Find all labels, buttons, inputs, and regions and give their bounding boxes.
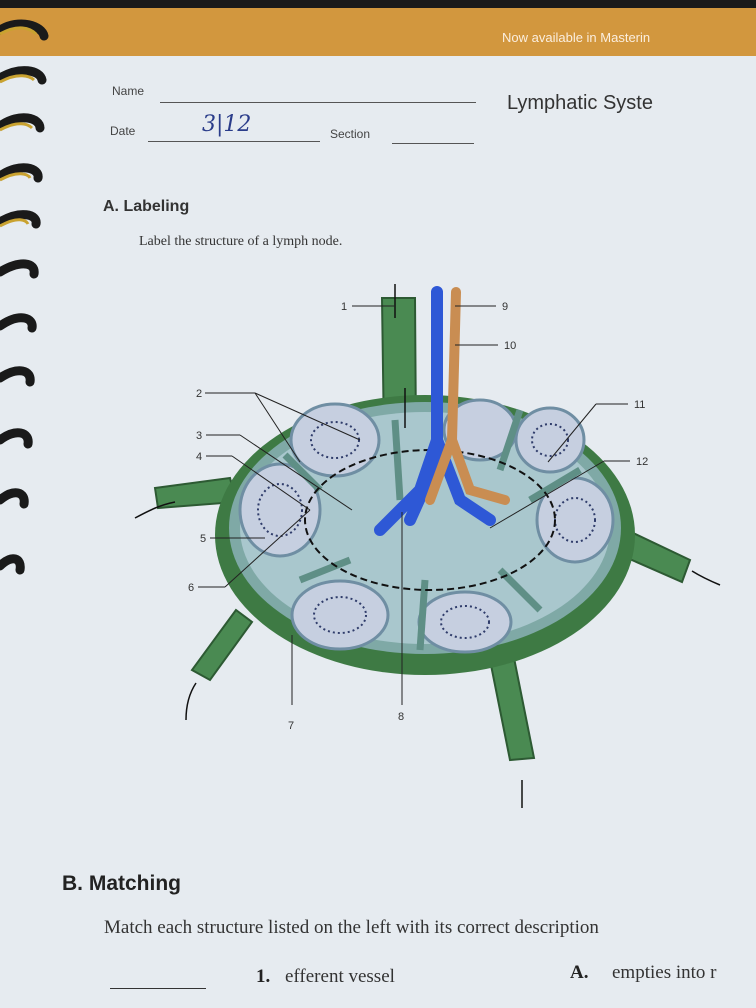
banner-text: Now available in Masterin bbox=[502, 30, 651, 45]
section-b-heading: B. Matching bbox=[62, 872, 181, 895]
section-line[interactable] bbox=[392, 143, 474, 144]
matching-instruction: Match each structure listed on the left … bbox=[104, 917, 599, 938]
section-label: Section bbox=[330, 127, 371, 141]
worksheet-title: Lymphatic Syste bbox=[507, 92, 653, 114]
date-label: Date bbox=[110, 124, 136, 138]
banner-edge bbox=[0, 0, 756, 8]
label-5: 5 bbox=[200, 533, 206, 545]
spiral-binding bbox=[0, 19, 49, 575]
label-7: 7 bbox=[288, 720, 294, 732]
section-a-heading: A. Labeling bbox=[103, 198, 190, 215]
label-2: 2 bbox=[196, 388, 202, 400]
label-3: 3 bbox=[196, 430, 202, 442]
follicles bbox=[238, 398, 615, 654]
label-10: 10 bbox=[504, 340, 516, 352]
label-8: 8 bbox=[398, 711, 404, 723]
label-9: 9 bbox=[502, 301, 508, 313]
date-line[interactable] bbox=[148, 141, 320, 142]
labeling-instruction: Label the structure of a lymph node. bbox=[139, 234, 343, 249]
match-item-number: 1. bbox=[256, 966, 271, 987]
name-label: Name bbox=[112, 84, 145, 98]
description-text: empties into r bbox=[612, 962, 717, 983]
top-banner bbox=[0, 0, 756, 56]
label-12: 12 bbox=[636, 456, 648, 468]
label-11: 11 bbox=[634, 399, 645, 411]
label-6: 6 bbox=[188, 582, 194, 594]
artery bbox=[425, 287, 510, 505]
name-line[interactable] bbox=[160, 102, 476, 103]
match-item-text: efferent vessel bbox=[285, 966, 395, 987]
label-1: 1 bbox=[341, 301, 347, 313]
date-value: 3|12 bbox=[202, 112, 252, 137]
answer-blank-1[interactable] bbox=[110, 988, 206, 989]
description-letter: A. bbox=[570, 962, 589, 983]
label-4: 4 bbox=[196, 451, 202, 463]
